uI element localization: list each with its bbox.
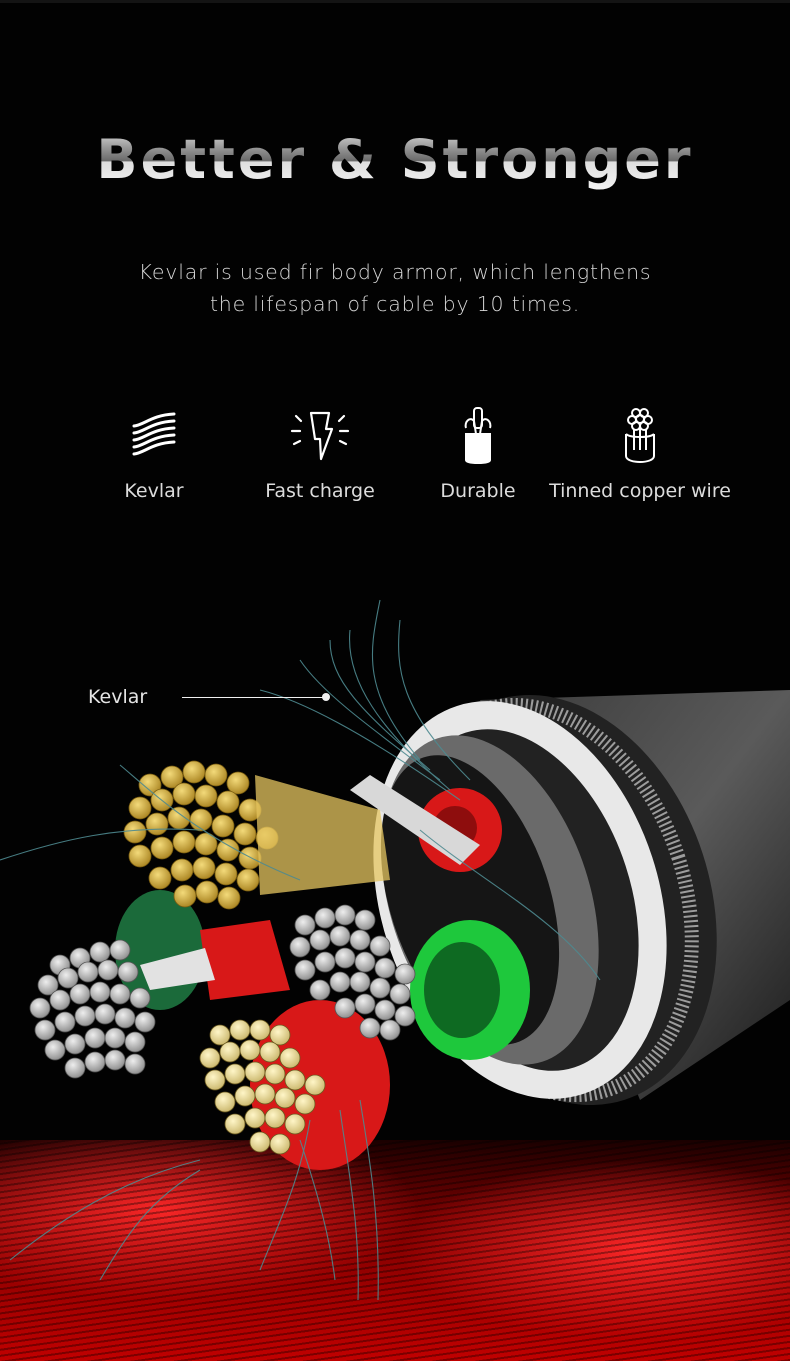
page-title: Better & Stronger [0, 128, 790, 191]
feature-kevlar: Kevlar [104, 402, 204, 502]
feature-label: Kevlar [124, 480, 184, 502]
feature-label: Fast charge [265, 480, 375, 502]
lightning-bolt-icon [256, 402, 384, 468]
description: Kevlar is used fir body armor, which len… [0, 256, 790, 320]
callout-leader-line [182, 697, 326, 698]
feature-durable: Durable [428, 402, 528, 502]
wire-bundle-icon [544, 402, 736, 468]
cable-graphic [0, 599, 790, 1301]
description-line-2: the lifespan of cable by 10 times. [209, 292, 581, 316]
feature-fast-charge: Fast charge [256, 402, 384, 502]
feature-label: Tinned copper wire [549, 480, 731, 502]
red-carbon-fiber-floor [0, 1140, 790, 1361]
kevlar-callout-label: Kevlar [88, 686, 148, 708]
feature-label: Durable [440, 480, 516, 502]
feature-tinned-copper-wire: Tinned copper wire [544, 402, 736, 502]
top-divider [0, 0, 790, 3]
cable-core-icon [428, 402, 528, 468]
callout-anchor-dot [322, 693, 330, 701]
cable-cross-section-illustration [0, 580, 790, 1361]
kevlar-weave-icon [104, 402, 204, 468]
description-line-1: Kevlar is used fir body armor, which len… [138, 260, 652, 284]
